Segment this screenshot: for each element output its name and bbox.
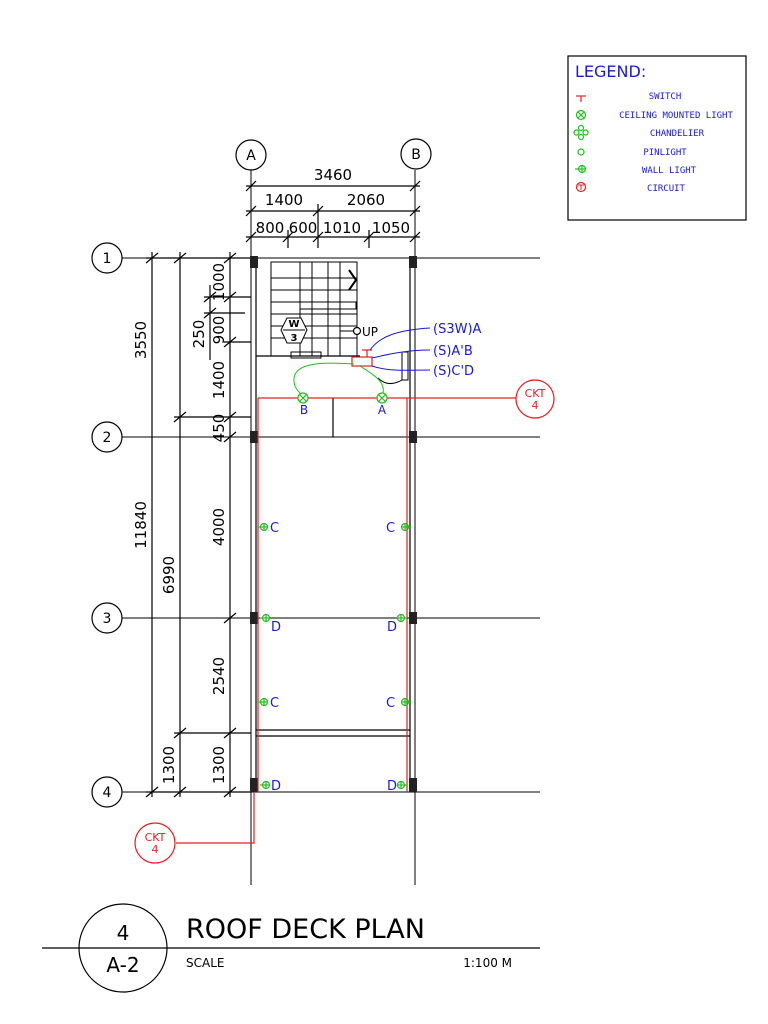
svg-text:A: A	[246, 148, 256, 164]
dim-width-split-2: 2060	[347, 191, 385, 209]
dim-detail-3: 1010	[323, 219, 361, 237]
dim-right-2540: 2540	[210, 657, 228, 695]
dim-left-first: 3550	[132, 321, 150, 359]
dim-left-second: 6990	[160, 556, 178, 594]
ceiling-light-b	[297, 392, 309, 404]
grid-bubble-row-1: 1	[91, 242, 123, 274]
switch-leaders	[369, 327, 431, 371]
switch-label-2: (S)A'B	[433, 344, 473, 359]
legend-title: LEGEND:	[575, 62, 646, 81]
scale-value: 1:100 M	[463, 956, 512, 970]
legend: LEGEND: SWITCH	[567, 55, 747, 221]
dim-left-third: 1300	[160, 746, 178, 784]
dim-width-split-1: 1400	[265, 191, 303, 209]
wall-lights	[258, 522, 411, 790]
svg-text:2: 2	[103, 430, 112, 446]
scale-label: SCALE	[186, 956, 224, 970]
light-label-c-1: C	[270, 521, 279, 536]
svg-text:UP: UP	[362, 325, 378, 339]
sheet-number: A-2	[106, 953, 139, 977]
light-label-d-2: D	[387, 620, 397, 635]
svg-text:4: 4	[103, 785, 112, 801]
dim-right-900: 900	[210, 316, 228, 345]
svg-text:CKT: CKT	[525, 387, 546, 400]
legend-label-ceiling-light: CEILING MOUNTED LIGHT	[619, 111, 733, 121]
dim-left-overall: 11840	[132, 501, 150, 549]
switch-icon	[351, 349, 373, 367]
dim-detail-4: 1050	[372, 219, 410, 237]
svg-text:3: 3	[291, 333, 298, 344]
dim-right-1300: 1300	[210, 746, 228, 784]
title-block: 4 A-2 ROOF DECK PLAN SCALE 1:100 M	[42, 903, 540, 993]
stair-tag: W 3	[280, 317, 308, 344]
stair	[270, 261, 358, 357]
dim-right-450: 450	[210, 414, 228, 443]
light-label-c-2: C	[386, 521, 395, 536]
legend-label-pinlight: PINLIGHT	[643, 148, 687, 158]
svg-text:3: 3	[103, 611, 112, 627]
dim-detail-1: 800	[256, 219, 285, 237]
fixture-wiring	[293, 362, 384, 397]
legend-label-wall-light: WALL LIGHT	[642, 166, 697, 176]
ceiling-light-a	[376, 392, 388, 404]
ceiling-light-icon	[575, 109, 587, 121]
light-label-a: A	[378, 403, 387, 417]
dim-right-4000: 4000	[210, 508, 228, 546]
structural-columns	[250, 256, 417, 792]
left-dimensions	[145, 252, 251, 798]
legend-label-circuit: CIRCUIT	[647, 184, 686, 194]
light-label-b: B	[300, 403, 308, 417]
drawing-number: 4	[117, 921, 130, 945]
svg-text:4: 4	[152, 843, 159, 856]
light-label-c-4: C	[386, 696, 395, 711]
light-label-d-3: D	[271, 779, 281, 794]
svg-text:4: 4	[532, 399, 539, 412]
grid-bubble-row-4: 4	[91, 776, 123, 808]
circuit-tag-left: CKT 4	[134, 822, 176, 864]
circuit-icon	[575, 181, 587, 193]
top-dimensions	[245, 180, 421, 248]
chandelier-icon	[573, 124, 589, 141]
circuit-tag-right: CKT 4	[515, 379, 555, 419]
pinlight-icon	[577, 148, 585, 156]
door	[290, 351, 409, 384]
dim-detail-2: 600	[289, 219, 318, 237]
grid-bubble-col-b: B	[400, 138, 432, 170]
building-walls	[255, 258, 411, 792]
drawing-title: ROOF DECK PLAN	[186, 914, 425, 945]
light-label-d-4: D	[387, 779, 397, 794]
svg-text:1: 1	[103, 251, 112, 267]
switch-label-3: (S)C'D	[433, 364, 474, 379]
dim-overall-width: 3460	[314, 166, 352, 184]
svg-text:W: W	[288, 319, 299, 330]
grid-bubble-row-3: 3	[91, 602, 123, 634]
switch-icon	[576, 95, 586, 102]
dim-right-250: 250	[190, 320, 208, 349]
dim-right-1000: 1000	[210, 263, 228, 301]
grid-bubble-row-2: 2	[91, 421, 123, 453]
svg-text:B: B	[411, 147, 421, 163]
grid-lines	[122, 170, 540, 885]
svg-text:CKT: CKT	[145, 831, 166, 844]
grid-bubble-col-a: A	[235, 139, 267, 171]
legend-label-switch: SWITCH	[649, 92, 682, 102]
legend-label-chandelier: CHANDELIER	[650, 129, 705, 139]
wall-light-icon	[575, 164, 587, 174]
dim-right-1400: 1400	[210, 361, 228, 399]
light-label-d-1: D	[271, 620, 281, 635]
up-marker: UP	[340, 325, 378, 339]
light-label-c-3: C	[270, 696, 279, 711]
switch-label-1: (S3W)A	[433, 322, 482, 337]
